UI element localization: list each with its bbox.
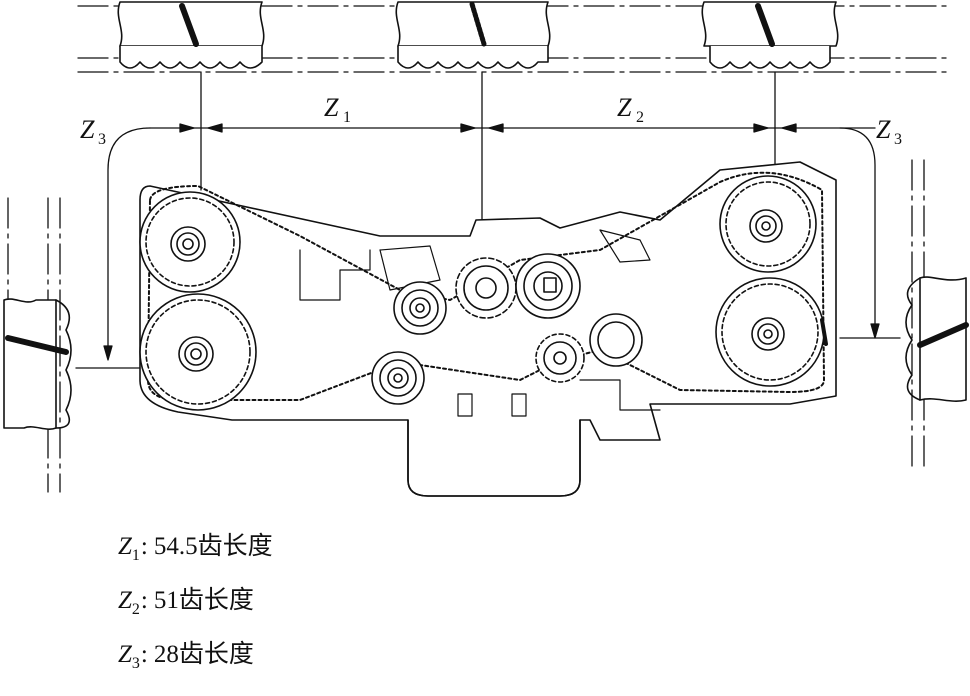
legend-z1-subscript: 1 (131, 547, 140, 564)
legend-z3-colon: : (140, 641, 148, 668)
legend-z2-colon: : (140, 587, 148, 614)
legend-z2-text: 51齿长度 (153, 587, 254, 614)
leader-lines (200, 71, 776, 236)
tensioner-pulley (515, 253, 581, 319)
water-pump-pulley (535, 333, 585, 383)
label-z2-symbol: Z (617, 93, 632, 122)
left-belt-piece (3, 197, 141, 493)
label-z3-right-symbol: Z (876, 115, 891, 144)
label-z3-left: Z 3 (80, 115, 106, 148)
label-z3-left-symbol: Z (80, 115, 95, 144)
cam-pulley-right-lower (715, 277, 828, 387)
legend-z3-text: 28齿长度 (153, 641, 254, 668)
label-z3-right: Z 3 (876, 115, 902, 148)
belt-section-z1-start (117, 1, 265, 69)
idler-pulley-left (393, 281, 447, 335)
cam-pulley-right-upper (719, 175, 817, 273)
right-belt-piece (839, 159, 969, 471)
engine-block (139, 161, 837, 497)
legend-z2-subscript: 2 (131, 601, 140, 618)
label-z3-left-subscript: 3 (98, 131, 106, 148)
dimension-line (103, 123, 880, 361)
cam-pulley-left-lower (139, 293, 257, 411)
legend-z1-symbol: Z (118, 533, 132, 560)
label-z1-subscript: 1 (343, 109, 351, 126)
idler-pulley-lower (371, 351, 425, 405)
legend-z2-symbol: Z (118, 587, 132, 614)
label-z3-right-subscript: 3 (894, 131, 902, 148)
label-z1-symbol: Z (324, 93, 339, 122)
label-z2-subscript: 2 (636, 109, 644, 126)
label-z2: Z 2 (617, 93, 644, 126)
legend-z3-symbol: Z (118, 641, 132, 668)
legend-z1-text: 54.5齿长度 (153, 533, 273, 560)
belt-section-z2-end (701, 1, 839, 69)
legend-z3-subscript: 3 (131, 655, 140, 672)
idler-pulley-right (589, 313, 643, 367)
cam-pulley-left-upper (139, 191, 241, 293)
legend-z1-colon: : (140, 533, 148, 560)
crankshaft-sprocket (455, 257, 517, 319)
belt-section-z1-z2 (395, 1, 551, 69)
timing-belt-diagram: Z 1 Z 2 Z 3 Z 3 (3, 1, 969, 497)
label-z1: Z 1 (324, 93, 351, 126)
